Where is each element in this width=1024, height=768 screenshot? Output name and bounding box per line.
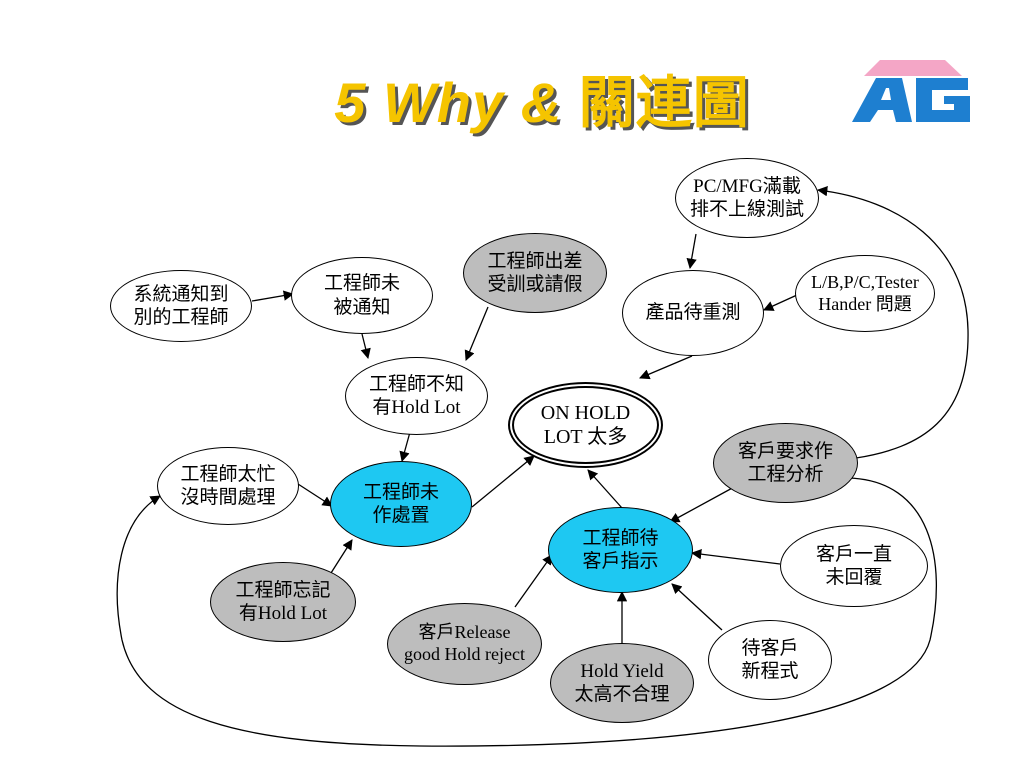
edge-system-to-notified xyxy=(251,290,295,302)
edge-request-to-pcmfg xyxy=(816,185,969,459)
node-eng-wait-customer: 工程師待客戶指示 xyxy=(548,507,693,593)
edge-notified-to-unaware xyxy=(360,333,371,360)
edge-retest-to-onhold xyxy=(639,355,693,380)
edge-request-to-waitcust xyxy=(669,485,737,523)
node-customer-no-reply: 客戶一直未回覆 xyxy=(780,525,928,607)
logo-letter-g xyxy=(916,78,970,122)
node-eng-busy: 工程師太忙沒時間處理 xyxy=(157,447,299,525)
node-pc-mfg: PC/MFG滿載排不上線測試 xyxy=(675,158,819,238)
edge-release-to-waitcust xyxy=(514,554,553,608)
edge-program-to-waitcust xyxy=(671,583,723,631)
edge-busy-to-nothandle xyxy=(297,483,333,507)
node-eng-not-notified: 工程師未被通知 xyxy=(291,257,433,334)
edge-travel-to-unaware xyxy=(464,306,489,361)
edge-noreply-to-waitcust xyxy=(690,549,781,565)
node-eng-forgot: 工程師忘記有Hold Lot xyxy=(210,562,356,642)
logo-roof xyxy=(864,60,962,76)
page-title: 5 Why & 關連圖 xyxy=(262,58,822,139)
node-system-notify: 系統通知到別的工程師 xyxy=(110,270,252,342)
node-eng-not-handle: 工程師未作處置 xyxy=(330,461,472,547)
ag-logo xyxy=(852,60,970,122)
edge-lb-to-retest xyxy=(763,294,798,311)
node-product-retest: 產品待重測 xyxy=(622,270,764,356)
node-wait-program: 待客戶新程式 xyxy=(708,620,832,700)
edge-request-to-busy xyxy=(116,477,937,747)
title-cjk: 關連圖 xyxy=(578,71,750,134)
title-latin: 5 Why & xyxy=(334,71,563,134)
edge-forgot-to-nothandle xyxy=(330,539,353,574)
node-customer-request: 客戶要求作工程分析 xyxy=(713,423,858,503)
node-eng-travel: 工程師出差受訓或請假 xyxy=(463,233,607,313)
edge-waitcust-to-onhold xyxy=(587,469,623,509)
node-eng-unaware: 工程師不知有Hold Lot xyxy=(345,357,488,435)
edge-pcmfg-to-retest xyxy=(686,233,697,270)
edge-nothandle-to-onhold xyxy=(471,455,535,508)
